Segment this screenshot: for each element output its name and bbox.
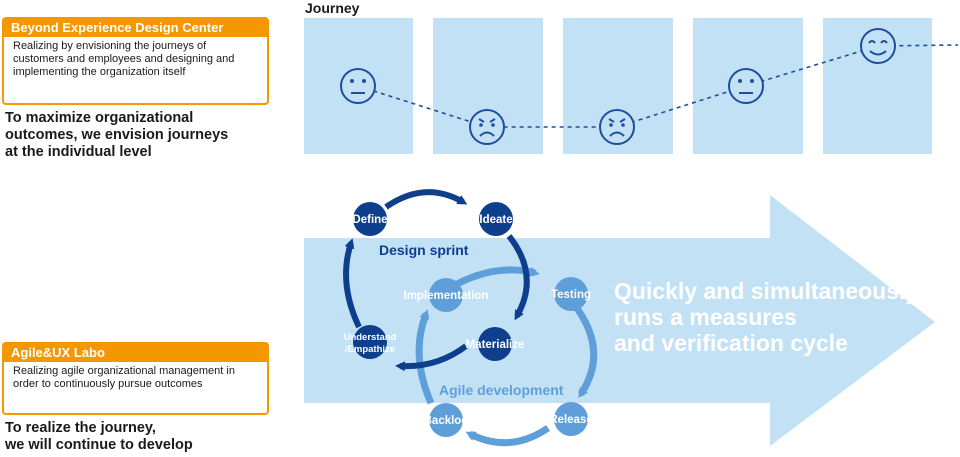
node-ideate-label: Ideate (479, 214, 512, 226)
arrow-text-line: runs a measures (614, 304, 797, 330)
bx-lead-line: To maximize organizational (5, 110, 194, 126)
design-sprint-label: Design sprint (379, 242, 469, 258)
design-sprint-cycle (343, 189, 530, 372)
journey-label: Journey (305, 0, 360, 16)
node-release: Release (549, 402, 593, 436)
node-materialize: Materialize (466, 327, 525, 361)
big-progress-arrow (304, 195, 935, 446)
bx-design-center-description: Realizing by envisioning the journeys of… (13, 40, 235, 78)
node-define-label: Define (352, 214, 387, 226)
node-empathize-label: /Empathize (345, 344, 395, 355)
happy-face-icon (860, 28, 896, 64)
sad-face-icon (599, 109, 635, 145)
node-implementation-label: Implementation (404, 290, 489, 302)
node-testing: Testing (551, 277, 591, 311)
node-testing-label: Testing (551, 289, 591, 301)
node-understand-empathize: Understand /Empathize (344, 325, 397, 359)
bx-lead-line: at the individual level (5, 144, 152, 160)
bx-design-center-box: Beyond Experience Design Center Realizin… (2, 17, 269, 105)
bx-design-center-title: Beyond Experience Design Center (4, 19, 267, 37)
node-define: Define (352, 202, 388, 236)
agile-ux-labo-title: Agile&UX Labo (4, 344, 267, 362)
arrow-text-line: and verification cycle (614, 330, 848, 356)
arrow-text-line: Quickly and simultaneously (614, 278, 918, 304)
agile-ux-labo-description: Realizing agile organizational managemen… (13, 365, 235, 390)
sad-face-icon (469, 109, 505, 145)
agile-lead-line: To realize the journey, (5, 420, 156, 436)
neutral-face-icon (728, 68, 764, 104)
arrow-text: Quickly and simultaneously runs a measur… (614, 278, 918, 356)
node-implementation: Implementation (404, 278, 489, 312)
agile-lead-line: we will continue to develop (5, 437, 193, 453)
bx-lead-line: outcomes, we envision journeys (5, 127, 229, 143)
agile-lead-text: To realize the journey, we will continue… (5, 420, 193, 454)
neutral-face-icon (340, 68, 376, 104)
agile-development-label: Agile development (439, 382, 564, 398)
node-ideate: Ideate (479, 202, 513, 236)
bx-lead-text: To maximize organizational outcomes, we … (5, 110, 228, 161)
node-understand-label: Understand (344, 332, 397, 343)
node-release-label: Release (549, 414, 592, 426)
node-backlog: Backlog (424, 403, 469, 437)
agile-ux-labo-box: Agile&UX Labo Realizing agile organizati… (2, 342, 269, 415)
journey-emotion-line (357, 44, 959, 128)
node-materialize-label: Materialize (466, 339, 525, 351)
node-backlog-label: Backlog (424, 415, 469, 427)
